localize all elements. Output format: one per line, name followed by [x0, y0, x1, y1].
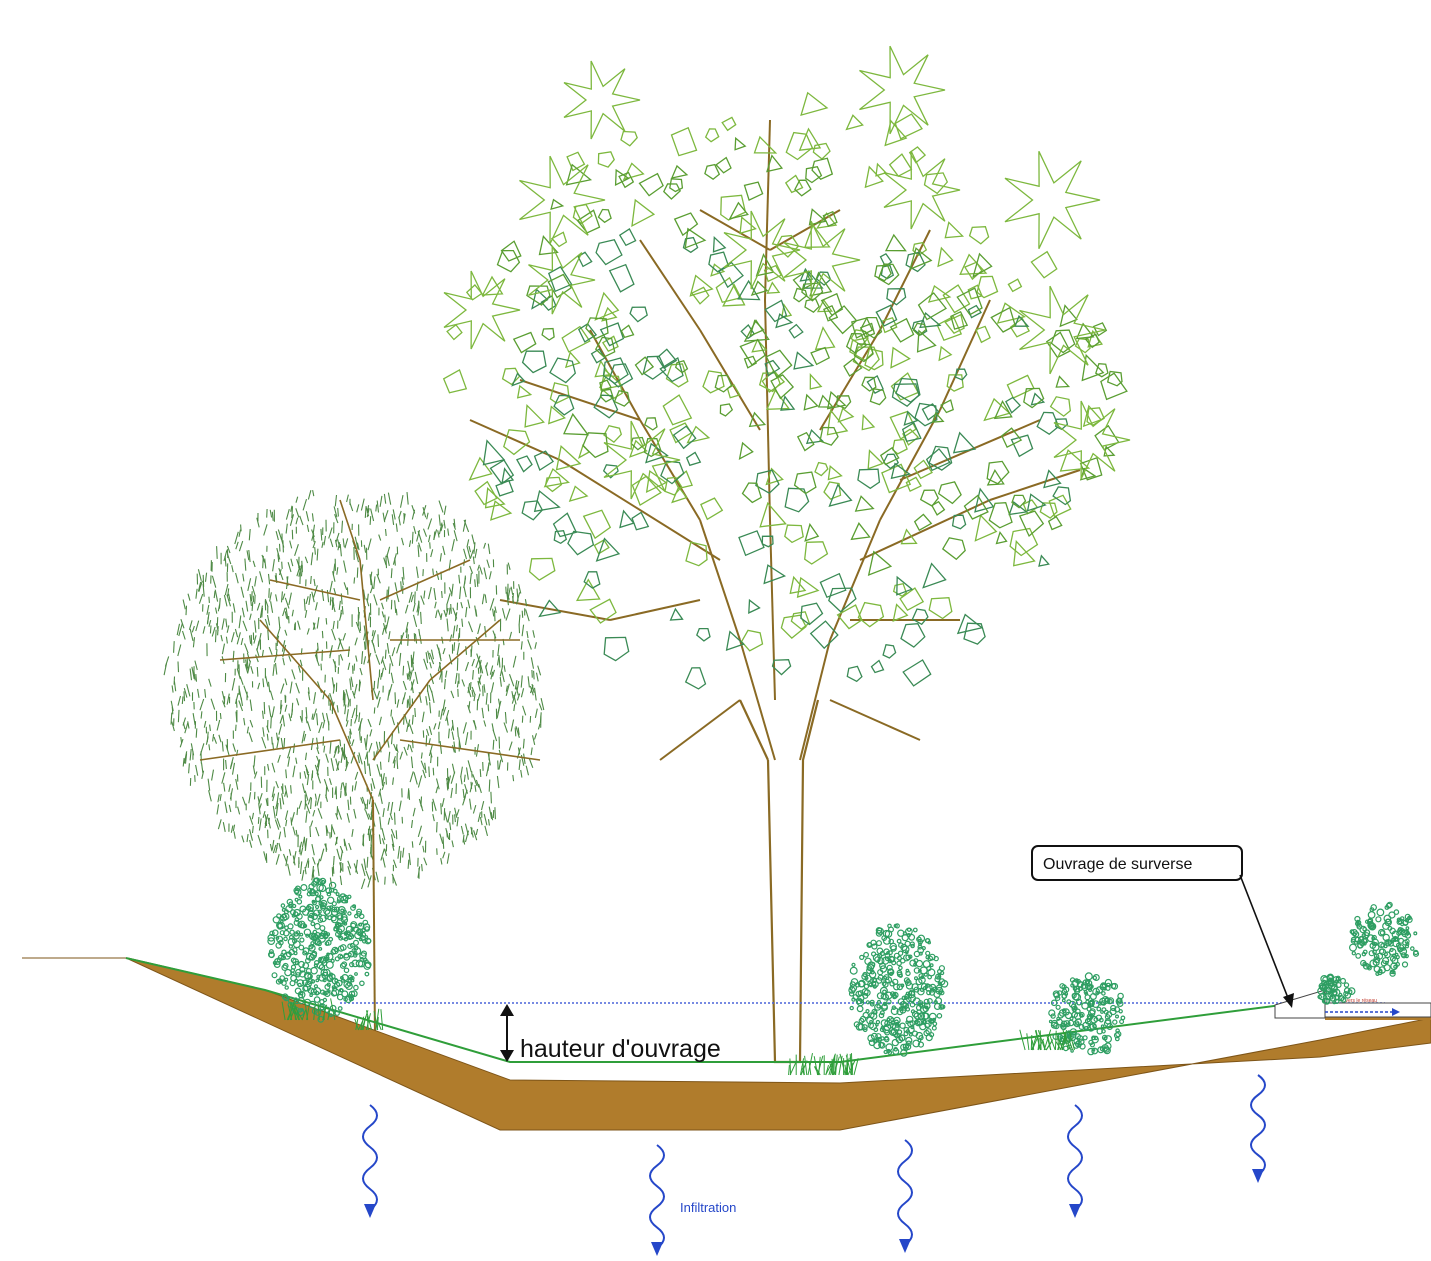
large-tree-trunk	[740, 700, 818, 1062]
height-marker: hauteur d'ouvrage	[500, 1004, 721, 1063]
shrubs	[268, 878, 1419, 1056]
infiltration-label: Infiltration	[680, 1200, 736, 1215]
large-tree-branches	[470, 120, 1080, 760]
height-label: hauteur d'ouvrage	[520, 1035, 721, 1063]
overflow-label: Ouvrage de surverse	[1043, 856, 1193, 873]
soil-basin	[22, 958, 1431, 1130]
large-tree-foliage	[444, 46, 1130, 689]
willow-tree	[164, 490, 544, 1040]
willow-tree-foliage	[164, 490, 544, 889]
large-tree	[444, 46, 1130, 1062]
svg-text:Vers le réseau: Vers le réseau	[1345, 998, 1377, 1004]
